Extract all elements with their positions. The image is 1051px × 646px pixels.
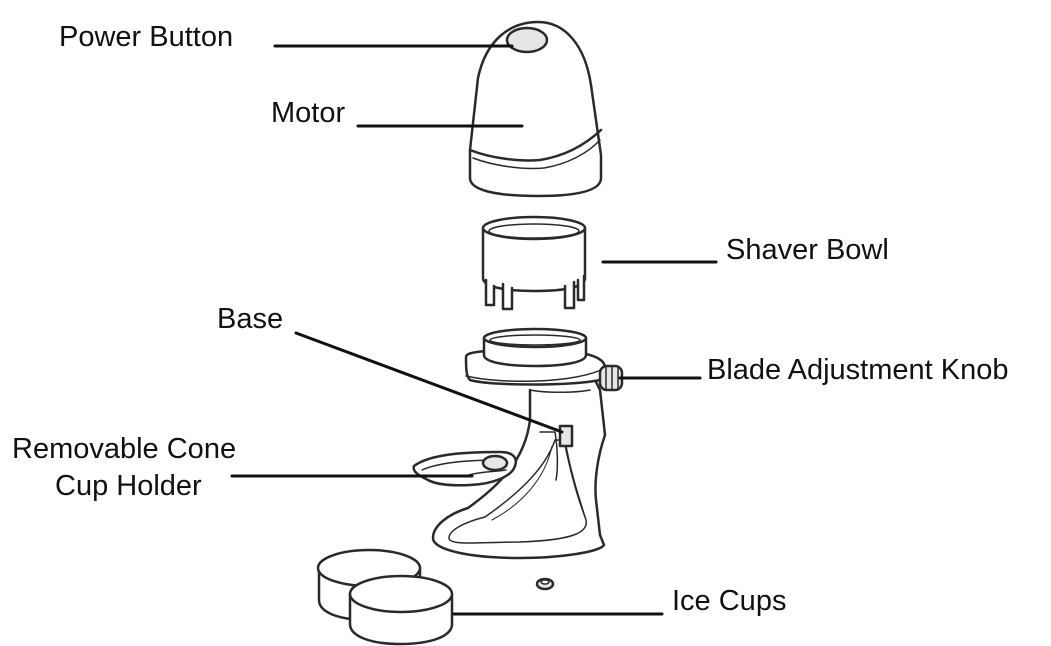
motor-label: Motor — [271, 97, 346, 129]
motor-housing — [468, 20, 603, 198]
base-label: Base — [217, 303, 284, 335]
ice-cups-label: Ice Cups — [672, 585, 787, 617]
ice-cups-part — [316, 548, 454, 646]
power-button-shape — [505, 26, 549, 54]
base-part — [431, 327, 607, 560]
base-leader — [294, 331, 564, 434]
blade-adjustment-knob-label: Blade Adjustment Knob — [707, 354, 1009, 386]
blade-knob-part — [598, 364, 624, 392]
shaver-bowl-part — [481, 215, 587, 311]
power-button-label: Power Button — [59, 21, 234, 53]
cone-cup-holder-label-line1: Removable Cone — [12, 433, 237, 465]
small-nut-part — [535, 577, 555, 591]
cone-cup-holder-label-line2: Cup Holder — [55, 470, 202, 502]
shaver-bowl-label: Shaver Bowl — [726, 234, 889, 266]
